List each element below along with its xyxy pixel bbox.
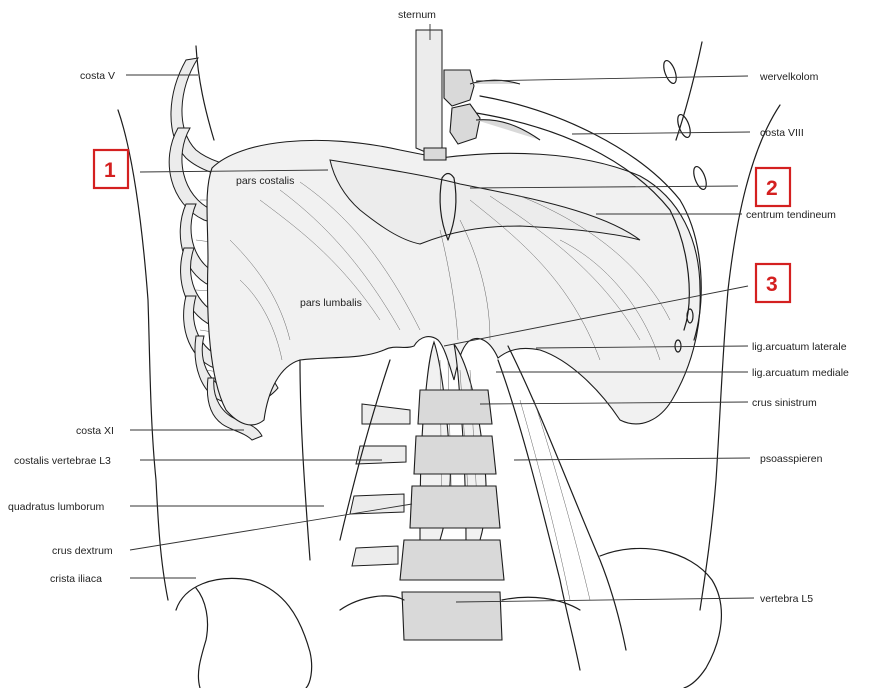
anatomical-labels: sternum costa V wervelkolom costa VIII p…	[8, 9, 849, 605]
sternum-bone	[415, 29, 447, 161]
marker-2-text: 2	[766, 177, 778, 200]
leader-lines	[126, 24, 755, 603]
label-pars-lumbalis: pars lumbalis	[300, 297, 362, 309]
label-lig-arcuatum-laterale: lig.arcuatum laterale	[752, 341, 847, 353]
marker-1: 1	[92, 148, 130, 190]
label-costa-viii: costa VIII	[760, 127, 804, 139]
label-wervelkolom: wervelkolom	[759, 71, 819, 83]
marker-3: 3	[754, 262, 792, 304]
pelvis	[175, 547, 723, 688]
upper-spine	[443, 69, 541, 145]
label-quadratus-lumborum: quadratus lumborum	[8, 501, 105, 513]
label-costa-v: costa V	[80, 70, 115, 82]
label-crus-dextrum: crus dextrum	[52, 545, 113, 557]
label-lig-arcuatum-mediale: lig.arcuatum mediale	[752, 367, 849, 379]
label-vertebra-l5: vertebra L5	[760, 593, 813, 605]
marker-2: 2	[754, 166, 792, 208]
lumbar-vertebrae	[349, 389, 505, 641]
label-sternum: sternum	[398, 9, 436, 21]
label-psoasspieren: psoasspieren	[760, 453, 823, 465]
label-pars-costalis: pars costalis	[236, 175, 294, 187]
body-outline	[117, 41, 781, 611]
label-centrum-tendineum: centrum tendineum	[746, 209, 836, 221]
marker-1-text: 1	[104, 159, 116, 182]
label-costa-xi: costa XI	[76, 425, 114, 437]
right-costal-margin	[469, 59, 707, 353]
psoas-muscles	[299, 345, 627, 671]
diaphragm-dome	[206, 139, 701, 426]
label-crista-iliaca: crista iliaca	[50, 573, 102, 585]
label-crus-sinistrum: crus sinistrum	[752, 397, 817, 409]
marker-3-text: 3	[766, 273, 778, 296]
label-costalis-vertebrae: costalis vertebrae L3	[14, 455, 111, 467]
